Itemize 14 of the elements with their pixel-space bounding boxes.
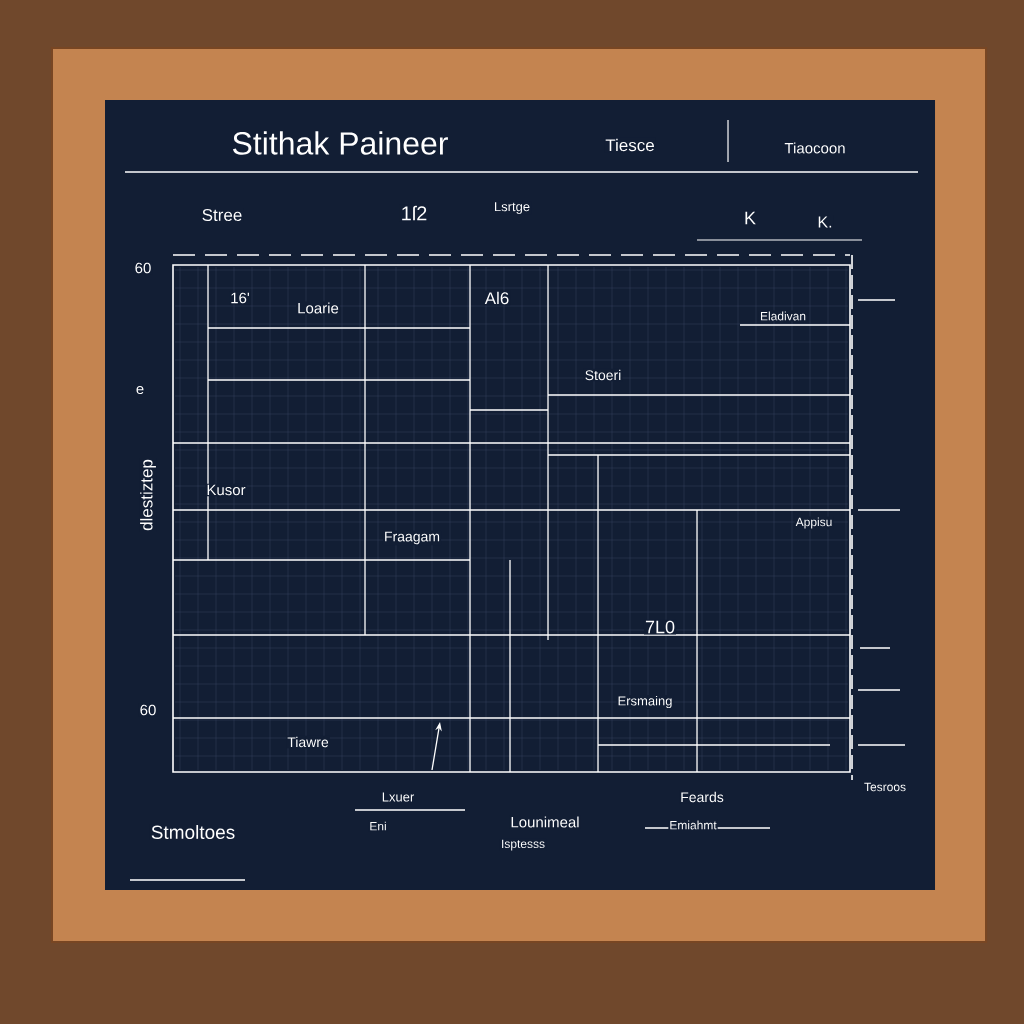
chalk-label: Loarie <box>296 301 340 315</box>
chalk-label: Appisu <box>794 516 834 530</box>
chalk-label: e <box>134 384 146 396</box>
title: Stithak Paineer <box>232 131 448 155</box>
chalk-label: dlestiztep <box>139 458 157 532</box>
chalk-label: Tiaocoon <box>783 141 847 155</box>
chalk-label: Tesroos <box>863 781 908 793</box>
chalk-label: K. <box>816 215 834 229</box>
chalk-label: Lxuer <box>380 791 416 803</box>
chalk-label: Emiahmt <box>668 819 718 831</box>
chalk-label: Eladivan <box>759 310 808 322</box>
chalk-label: Eni <box>368 820 388 832</box>
chalk-label: Stmoltoes <box>149 824 237 840</box>
chalk-label: Lsrtge <box>492 201 532 215</box>
